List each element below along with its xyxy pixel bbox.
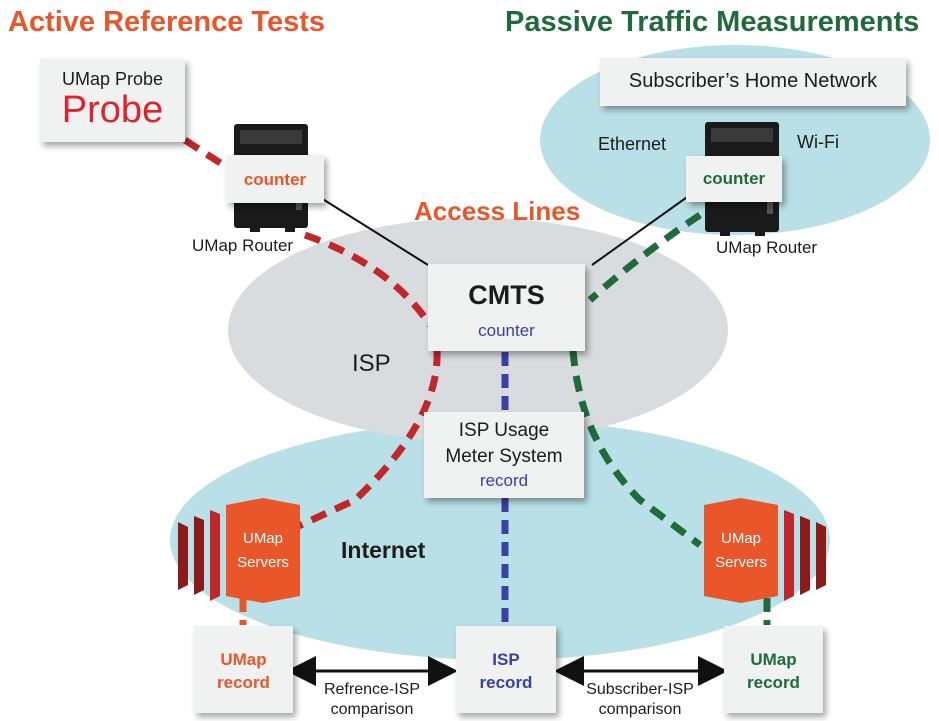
router-cmts-wire-right (591, 194, 691, 266)
server-icon-right (704, 498, 826, 603)
router-right-label: UMap Router (716, 238, 818, 257)
router-cmts-wire-left (304, 187, 429, 266)
umap-record-left-line2: record (217, 673, 270, 692)
router-right-counter-box: counter (686, 156, 782, 202)
isp-meter-box: ISP Usage Meter System record (424, 412, 584, 498)
isp-record-line1: ISP (492, 650, 520, 669)
server-icon-left (178, 498, 300, 603)
umap-record-left-line1: UMap (220, 650, 267, 669)
umap-record-box-left: UMap record (194, 626, 293, 713)
subscriber-comparison-line1: Subscriber-ISP (586, 681, 694, 698)
probe-box: UMap Probe Probe (40, 59, 185, 142)
heading-passive-traffic-measurements: Passive Traffic Measurements (505, 6, 920, 38)
router-to-cmts-link-left (303, 231, 433, 327)
internet-label: Internet (341, 537, 426, 563)
probe-label: Probe (61, 89, 164, 131)
heading-access-lines: Access Lines (414, 196, 581, 226)
home-network-label: Subscriber’s Home Network (628, 70, 878, 92)
heading-active-reference-tests: Active Reference Tests (8, 6, 326, 38)
router-left-label: UMap Router (192, 236, 294, 255)
isp-label: ISP (352, 350, 391, 377)
router-left-counter: counter (243, 170, 307, 189)
router-to-cmts-link-right (587, 212, 702, 303)
reference-comparison-line2: comparison (330, 701, 414, 718)
internet-ellipse (170, 420, 830, 660)
cmts-title: CMTS (468, 280, 545, 310)
umap-record-right-line2: record (747, 673, 800, 692)
cmts-to-server-link-left (288, 349, 441, 534)
cmts-counter: counter (478, 321, 535, 340)
home-network-box: Subscriber’s Home Network (600, 58, 906, 106)
router-right-counter: counter (702, 169, 766, 188)
umap-record-box-right: UMap record (724, 626, 823, 713)
isp-meter-line1: ISP Usage (458, 420, 550, 441)
isp-record-box: ISP record (456, 626, 556, 713)
subscriber-comparison-line2: comparison (598, 701, 682, 718)
server-left-label-1: UMap (242, 530, 283, 547)
ethernet-label: Ethernet (598, 134, 667, 154)
router-left-counter-box: counter (226, 155, 324, 203)
isp-meter-line2: Meter System (445, 446, 563, 467)
reference-comparison-line1: Refrence-ISP (323, 681, 421, 698)
cmts-to-server-link-right (569, 349, 703, 548)
cmts-box: CMTS counter (428, 264, 585, 351)
server-right-label-1: UMap (720, 530, 761, 547)
probe-title: UMap Probe (61, 69, 164, 89)
umap-record-right-line1: UMap (750, 650, 797, 669)
isp-record-line2: record (479, 673, 533, 692)
server-right-label-2: Servers (715, 554, 767, 571)
server-left-label-2: Servers (237, 554, 289, 571)
wifi-label: Wi-Fi (797, 132, 839, 152)
isp-meter-record: record (479, 471, 529, 490)
